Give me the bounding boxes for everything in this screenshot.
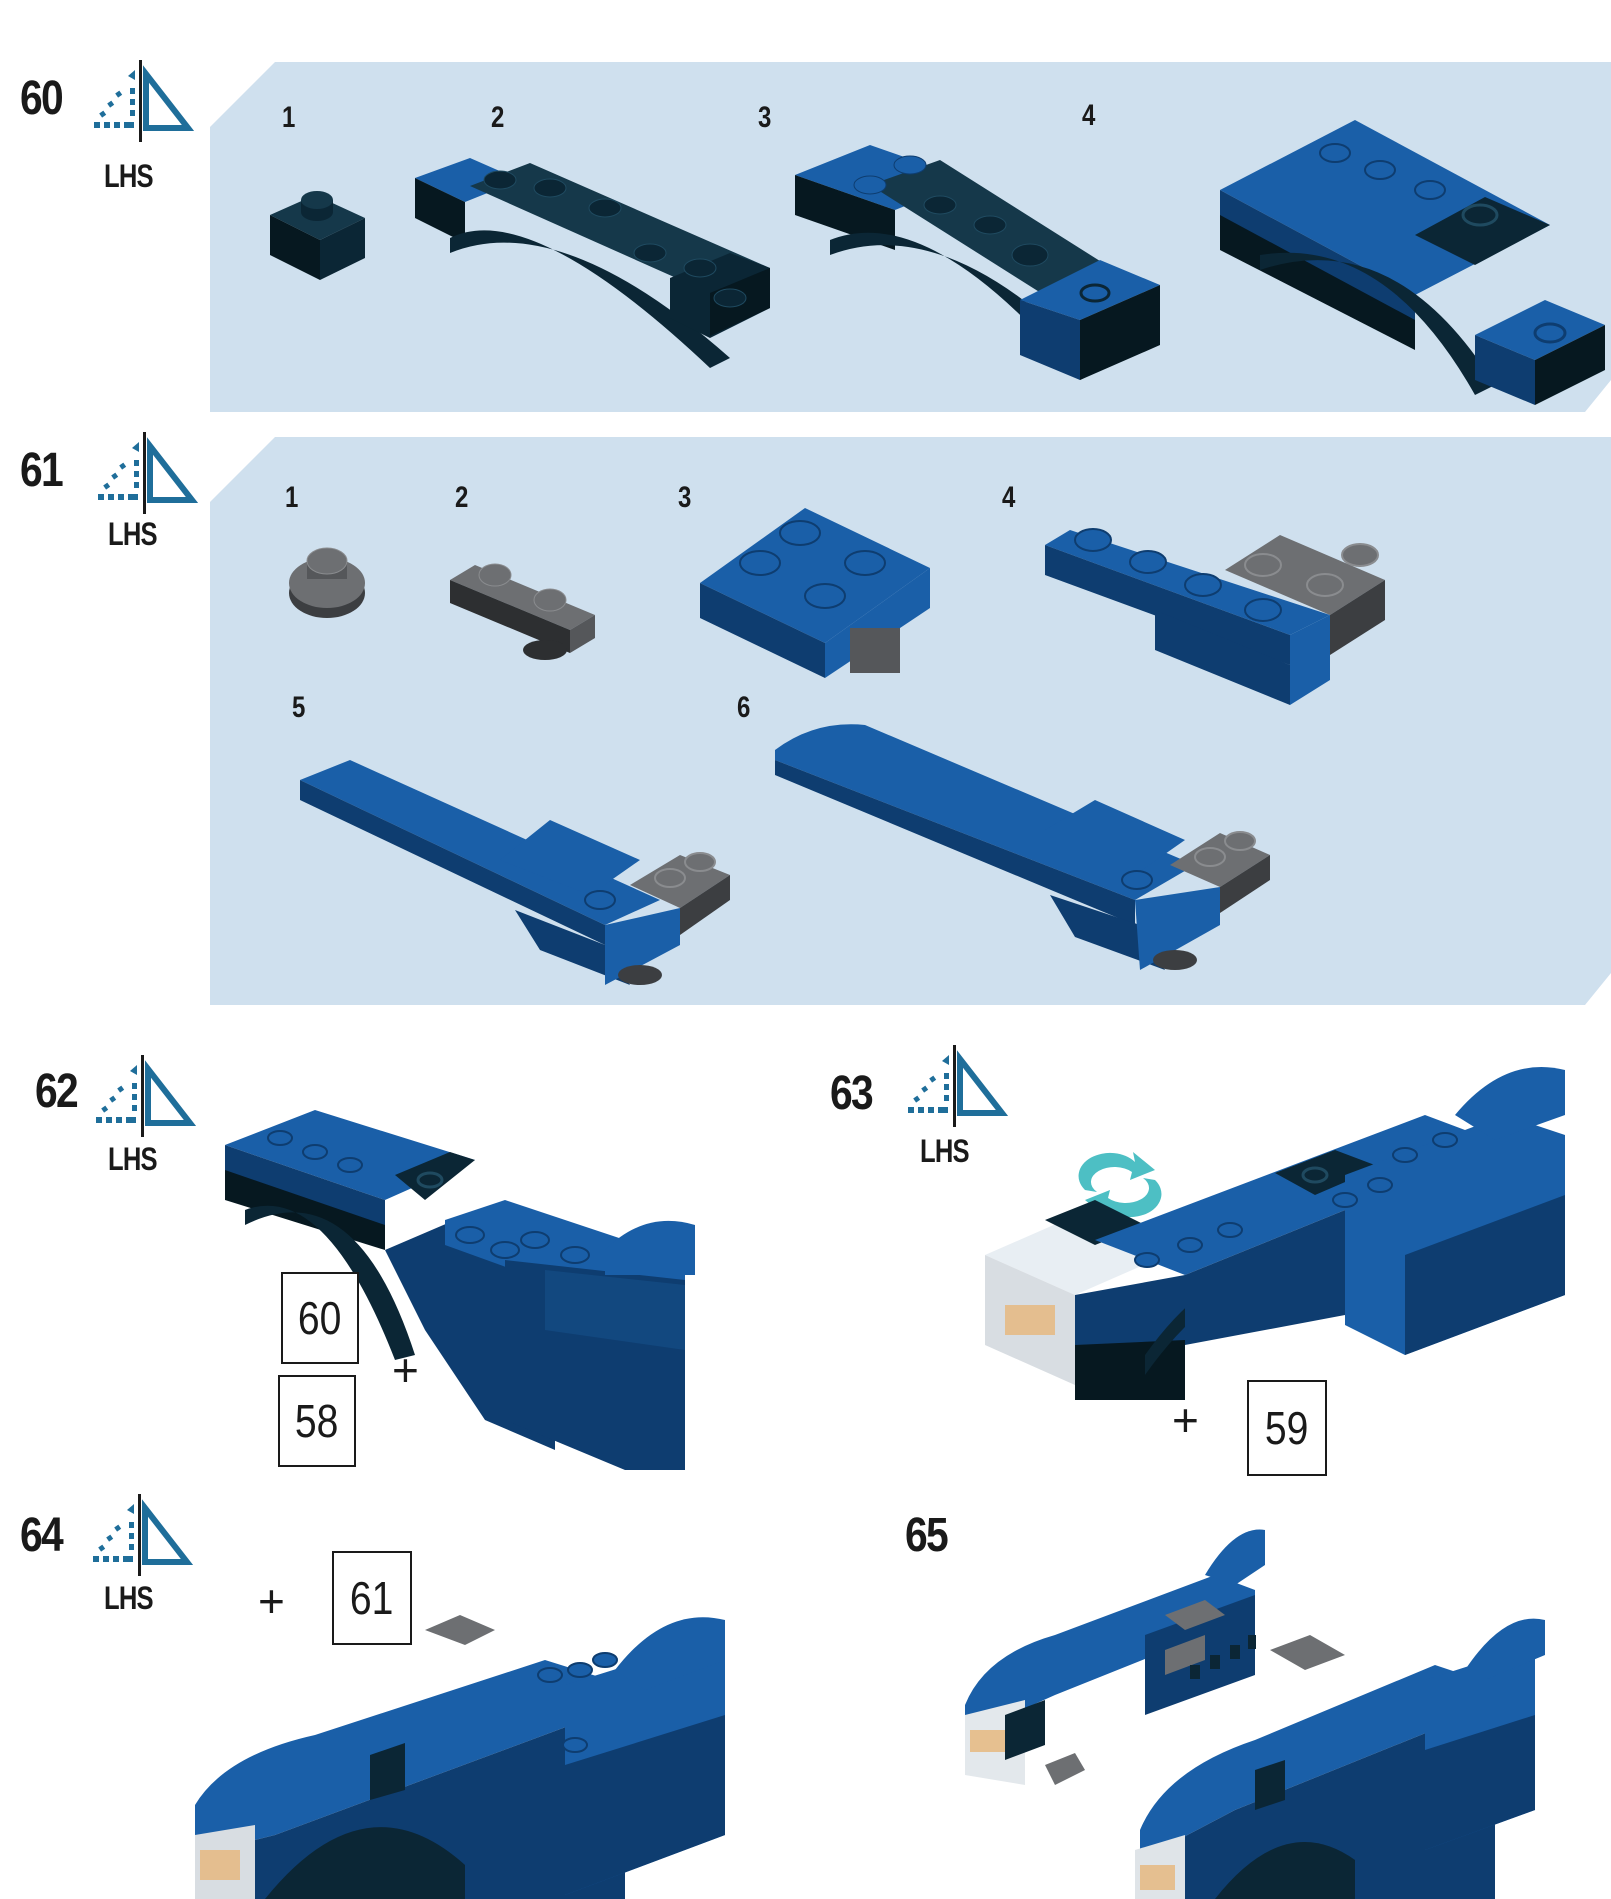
arch-assembly-blue-illustration xyxy=(795,145,1160,380)
step-number: 62 xyxy=(35,1065,79,1118)
mirror-build-icon xyxy=(93,1494,193,1576)
mirror-side-label: LHS xyxy=(104,1580,154,1616)
plate-2x2-blue-illustration xyxy=(700,508,930,678)
substep-number: 4 xyxy=(1002,481,1016,514)
step-65-assembly-left-illustration xyxy=(965,1529,1265,1785)
substep-number: 3 xyxy=(758,101,772,134)
step-number: 63 xyxy=(830,1067,874,1120)
reference-box-60: 60 xyxy=(281,1272,359,1364)
plus-sign: + xyxy=(392,1344,419,1396)
long-curved-plate-assembly-illustration xyxy=(775,724,1270,970)
mirror-side-label: LHS xyxy=(108,516,158,552)
mirror-build-icon xyxy=(908,1045,1008,1127)
step-number: 65 xyxy=(905,1509,949,1562)
step-number: 60 xyxy=(20,72,64,125)
substep-number: 2 xyxy=(455,481,469,514)
mirror-side-label: LHS xyxy=(108,1141,158,1177)
substep-number: 2 xyxy=(491,101,505,134)
plus-sign: + xyxy=(258,1575,285,1627)
arch-assembly-complete-illustration xyxy=(1220,120,1605,405)
plate-1x2-gray-illustration xyxy=(450,563,595,660)
mirror-build-icon xyxy=(96,1055,196,1137)
plus-sign: + xyxy=(1172,1394,1199,1446)
substep-number: 1 xyxy=(282,101,296,134)
round-plate-gray-illustration xyxy=(289,547,365,618)
arch-assembly-illustration xyxy=(415,158,770,368)
long-plate-assembly-illustration xyxy=(300,760,730,985)
substep-number: 4 xyxy=(1082,99,1096,132)
step-62-assembly-illustration xyxy=(225,1110,695,1470)
substep-number: 6 xyxy=(737,691,751,724)
reference-box-61: 61 xyxy=(332,1551,412,1645)
mirror-side-label: LHS xyxy=(104,158,154,194)
step-number: 61 xyxy=(20,444,64,497)
step-65-assembly-right-illustration xyxy=(1135,1618,1545,1899)
plate-assembly-illustration xyxy=(1045,528,1385,705)
mirror-build-icon xyxy=(94,60,194,142)
step-number: 64 xyxy=(20,1509,64,1562)
brick-1x1-black-illustration xyxy=(270,191,365,280)
reference-box-58: 58 xyxy=(278,1375,356,1467)
step-64-assembly-illustration xyxy=(195,1615,725,1899)
mirror-side-label: LHS xyxy=(920,1133,970,1169)
substep-number: 5 xyxy=(292,691,306,724)
step-61-substeps-panel xyxy=(210,437,1611,1005)
reference-box-59: 59 xyxy=(1247,1380,1327,1476)
substep-number: 3 xyxy=(678,481,692,514)
mirror-build-icon xyxy=(98,432,198,514)
substep-number: 1 xyxy=(285,481,299,514)
step-63-assembly-illustration xyxy=(985,1067,1565,1400)
